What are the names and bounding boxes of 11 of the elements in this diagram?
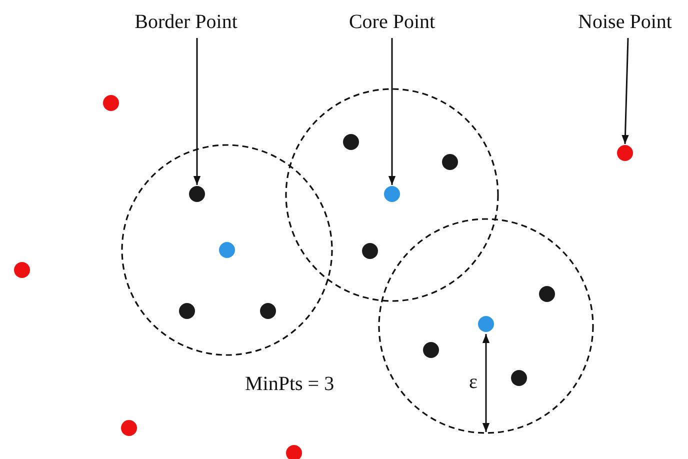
point-type-label: Noise Point — [578, 10, 672, 34]
point-type-label: Border Point — [134, 10, 238, 34]
arrow — [622, 38, 629, 144]
data-point — [617, 145, 633, 161]
arrow — [388, 38, 396, 185]
data-point — [189, 186, 205, 202]
epsilon-label: ε — [469, 370, 478, 394]
point-type-label: Core Point — [348, 10, 436, 34]
arrow — [193, 38, 201, 185]
parameter-label: MinPts = 3 — [245, 372, 334, 396]
data-point — [384, 186, 400, 202]
